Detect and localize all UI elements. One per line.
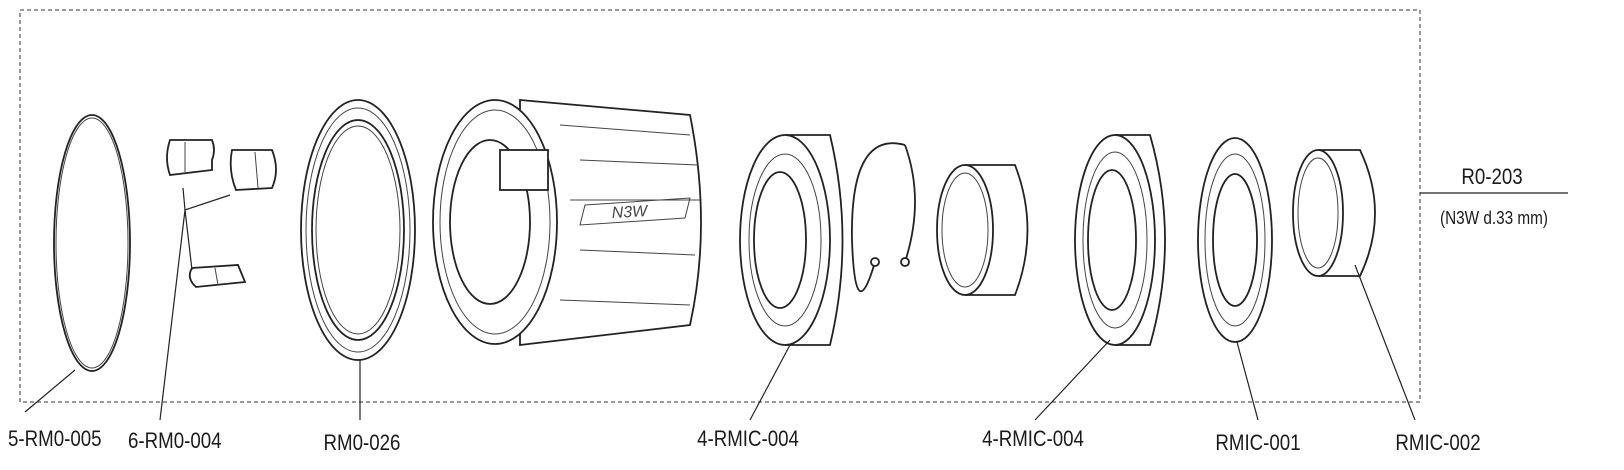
freehub-body-part: N3W <box>432 99 702 347</box>
part-label-bearing-2: 4-RMIC-004 <box>982 426 1084 451</box>
circlip-part <box>851 142 916 293</box>
spacer-part <box>936 164 1029 296</box>
part-label-seal-ring: RM0-026 <box>323 430 401 455</box>
part-label-bearing-1: 4-RMIC-004 <box>697 426 799 451</box>
assembly-boundary <box>19 9 1421 403</box>
bearing-part-1 <box>739 134 844 421</box>
part-label-seal: RMIC-001 <box>1215 430 1301 455</box>
assembly-description: (N3W d.33 mm) <box>1440 208 1548 228</box>
part-label-pawls: 6-RM0-004 <box>128 428 222 453</box>
seal-ring-part <box>300 99 416 420</box>
brand-logo: N3W <box>611 203 649 222</box>
part-label-snap-ring: 5-RM0-005 <box>8 426 102 451</box>
spacer-part-2 <box>1292 149 1416 421</box>
snap-ring-part <box>24 114 131 413</box>
assembly-code: R0-203 <box>1461 164 1523 189</box>
seal-part <box>1197 137 1273 421</box>
pawls-part <box>159 139 277 421</box>
part-label-spacer: RMIC-002 <box>1395 430 1481 455</box>
bearing-part-2 <box>1034 134 1166 421</box>
